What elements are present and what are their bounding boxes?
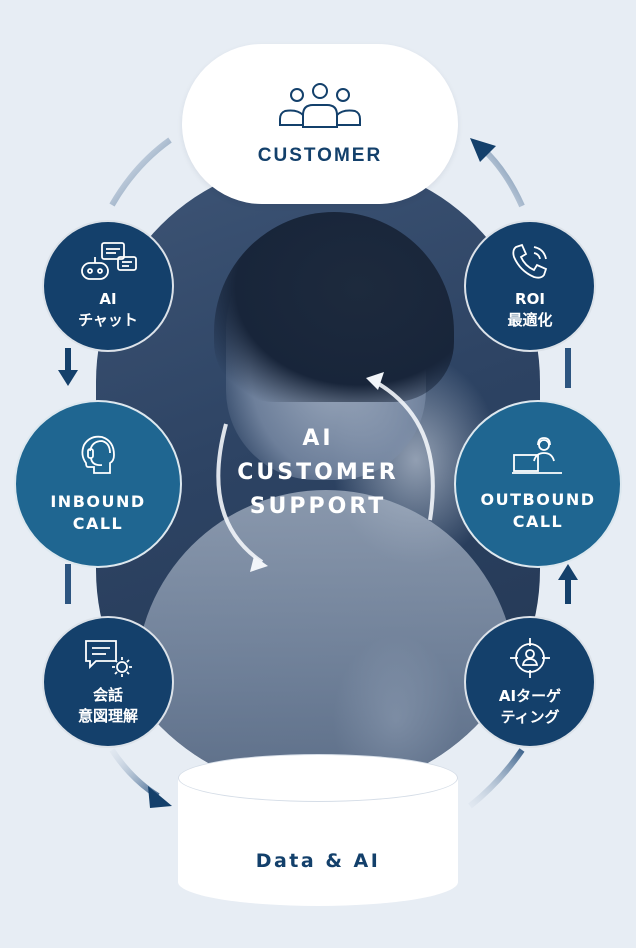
center-line-2: CUSTOMER	[237, 460, 399, 485]
cylinder-top	[178, 754, 458, 802]
node-targeting: AIターゲ ティング	[464, 616, 596, 748]
node-roi: ROI 最適化	[464, 220, 596, 352]
chat-gear-icon	[85, 640, 132, 677]
roi-label: ROI 最適化	[507, 290, 553, 329]
customer-card: CUSTOMER	[182, 44, 458, 204]
arrow-left-1-head	[58, 370, 78, 386]
node-ai-chat: AI チャット	[42, 220, 174, 352]
intent-label: 会話 意図理解	[77, 686, 138, 725]
node-outbound-call: OUTBOUND CALL	[454, 400, 622, 568]
photo-body-shape	[136, 490, 516, 792]
people-group-icon	[279, 83, 361, 128]
node-inbound-call: INBOUND CALL	[14, 400, 182, 568]
targeting-label: AIターゲ ティング	[498, 687, 562, 726]
center-arrow-head-top	[366, 372, 384, 390]
arc-top-right	[479, 145, 525, 208]
arc-top-left	[109, 137, 172, 207]
target-person-icon	[510, 638, 550, 678]
arrow-head-bottom-left	[148, 786, 172, 808]
phone-call-icon	[512, 243, 548, 279]
node-intent: 会話 意図理解	[42, 616, 174, 748]
center-line-1: AI	[302, 426, 334, 451]
center-title: AI CUSTOMER SUPPORT	[218, 422, 418, 524]
outbound-label: OUTBOUND CALL	[480, 490, 596, 531]
center-arc-left	[216, 423, 264, 564]
arc-bottom-right	[468, 748, 525, 809]
ai-chat-label: AI チャット	[78, 290, 138, 329]
arrow-right-2-head	[558, 564, 578, 580]
laptop-agent-icon	[512, 437, 562, 474]
center-arrow-head-bottom	[250, 556, 268, 572]
inbound-label: INBOUND CALL	[50, 492, 146, 533]
center-arc-right	[371, 378, 435, 521]
data-store-cylinder: Data & AI	[178, 754, 458, 906]
arrow-head-top-right	[470, 138, 496, 162]
customer-label: CUSTOMER	[257, 145, 383, 166]
headset-agent-icon	[81, 435, 115, 474]
data-store-label: Data & AI	[255, 850, 381, 872]
chat-bot-icon	[81, 242, 137, 280]
photo-hair-shape	[214, 212, 454, 402]
center-line-3: SUPPORT	[249, 494, 387, 519]
